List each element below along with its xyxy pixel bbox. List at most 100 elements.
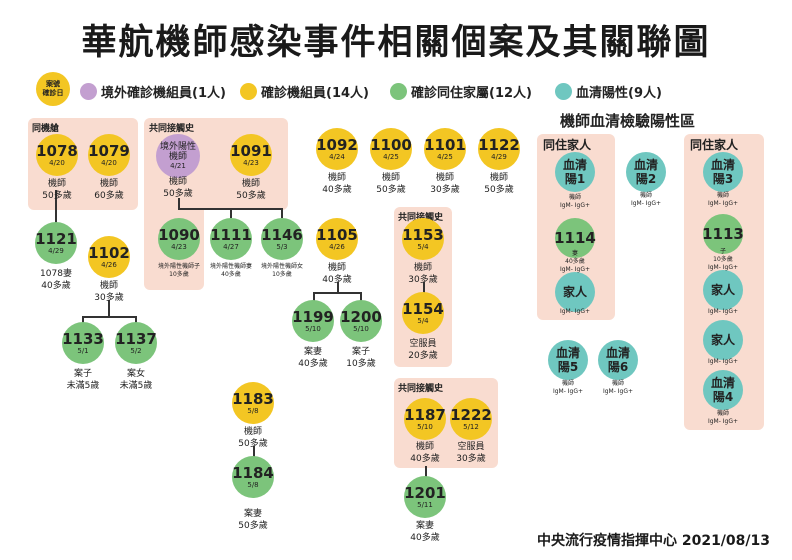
case-node[interactable]: 1102 4/26 xyxy=(88,236,130,278)
serology-label: 陽2 xyxy=(635,172,657,186)
case-node[interactable]: 1201 5/11 xyxy=(404,476,446,518)
case-node[interactable]: 1200 5/10 xyxy=(340,300,382,342)
case-date: 5/10 xyxy=(417,422,433,431)
case-number: 1122 xyxy=(478,135,520,154)
legend-green-dot xyxy=(390,83,407,100)
serology-node[interactable]: 家人 xyxy=(703,270,743,310)
case-number: 1092 xyxy=(316,135,358,154)
case-date: 5/3 xyxy=(276,242,288,251)
case-node[interactable]: 1079 4/20 xyxy=(88,134,130,176)
serology-node[interactable]: 血清 陽6 xyxy=(598,340,638,380)
case-number: 1091 xyxy=(230,141,272,160)
case-node[interactable]: 1222 5/12 xyxy=(450,398,492,440)
case-date: 5/8 xyxy=(247,406,259,415)
case-description: 案女未滿5歲 xyxy=(119,369,153,391)
case-node[interactable]: 1122 4/29 xyxy=(478,128,520,170)
case-node[interactable]: 1199 5/10 xyxy=(292,300,334,342)
case-number: 1114 xyxy=(554,229,596,247)
case-number: 1199 xyxy=(292,307,334,326)
case-node[interactable]: 1100 4/25 xyxy=(370,128,412,170)
case-date: 4/24 xyxy=(329,152,345,161)
case-description: 案子未滿5歲 xyxy=(66,369,100,391)
serology-node[interactable]: 血清 陽2 xyxy=(626,152,666,192)
case-node[interactable]: 1187 5/10 xyxy=(404,398,446,440)
case-node[interactable]: 1114 xyxy=(554,218,596,258)
serology-description: IgM- IgG+ xyxy=(707,358,739,365)
case-date: 5/4 xyxy=(417,242,429,251)
link-1078-1121 xyxy=(55,190,57,224)
case-node[interactable]: 1153 5/4 xyxy=(402,218,444,260)
case-node[interactable]: 1133 5/1 xyxy=(62,322,104,364)
case-date: 5/11 xyxy=(417,500,433,509)
case-number: 1121 xyxy=(35,229,77,248)
serology-node[interactable]: 血清 陽4 xyxy=(703,370,743,410)
case-number: 1137 xyxy=(115,329,157,348)
group-label-common-contact-1: 共同接觸史 xyxy=(149,124,195,134)
case-number: 1100 xyxy=(370,135,412,154)
serology-section-title: 機師血清檢驗陽性區 xyxy=(560,112,696,130)
case-date: 4/23 xyxy=(243,158,259,167)
case-date: 5/4 xyxy=(417,316,429,325)
serology-label: 家人 xyxy=(710,333,735,347)
case-node[interactable]: 1092 4/24 xyxy=(316,128,358,170)
case-date: 5/1 xyxy=(77,346,89,355)
case-node[interactable]: 1090 4/23 xyxy=(158,218,200,260)
serology-label: 家人 xyxy=(710,283,735,297)
case-node[interactable]: 1184 5/8 xyxy=(232,456,274,498)
case-node[interactable]: 1113 xyxy=(702,214,744,254)
serology-node[interactable]: 血清 陽1 xyxy=(555,152,595,192)
case-node[interactable]: 1154 5/4 xyxy=(402,292,444,334)
serology-node[interactable]: 血清 陽5 xyxy=(548,340,588,380)
case-number: 1101 xyxy=(424,135,466,154)
case-number: 1079 xyxy=(88,141,130,160)
link-1105-down xyxy=(337,282,339,294)
serology-node[interactable]: 家人 xyxy=(703,320,743,360)
case-number: 1111 xyxy=(210,225,252,244)
serology-label: 陽5 xyxy=(557,360,579,374)
link-1146 xyxy=(281,208,283,218)
case-node[interactable]: 1105 4/26 xyxy=(316,218,358,260)
case-node[interactable]: 1091 4/23 xyxy=(230,134,272,176)
serology-node[interactable]: 血清 陽3 xyxy=(703,152,743,192)
legend-key-circle: 案號 確診日 xyxy=(36,72,70,106)
serology-label: 家人 xyxy=(562,285,587,299)
link-overseas-down xyxy=(178,198,180,210)
case-node[interactable]: 1121 4/29 xyxy=(35,222,77,264)
case-node[interactable]: 1101 4/25 xyxy=(424,128,466,170)
case-number: 1183 xyxy=(232,389,274,408)
legend-label: 確診同住家屬(12人) xyxy=(411,86,532,101)
case-node[interactable]: 1078 4/20 xyxy=(36,134,78,176)
case-number: 1187 xyxy=(404,405,446,424)
case-node[interactable]: 1137 5/2 xyxy=(115,322,157,364)
case-date: 4/26 xyxy=(329,242,345,251)
case-node-overseas[interactable]: 境外陽性 機師 4/21 xyxy=(156,134,200,178)
case-node[interactable]: 1183 5/8 xyxy=(232,382,274,424)
group-label-household-1: 同住家人 xyxy=(543,138,592,152)
case-date: 4/26 xyxy=(101,260,117,269)
case-node[interactable]: 1111 4/27 xyxy=(210,218,252,260)
case-node[interactable]: 1146 5/3 xyxy=(261,218,303,260)
serology-node[interactable]: 家人 xyxy=(555,272,595,312)
link-1199 xyxy=(313,292,315,302)
case-date: 5/12 xyxy=(463,422,479,431)
